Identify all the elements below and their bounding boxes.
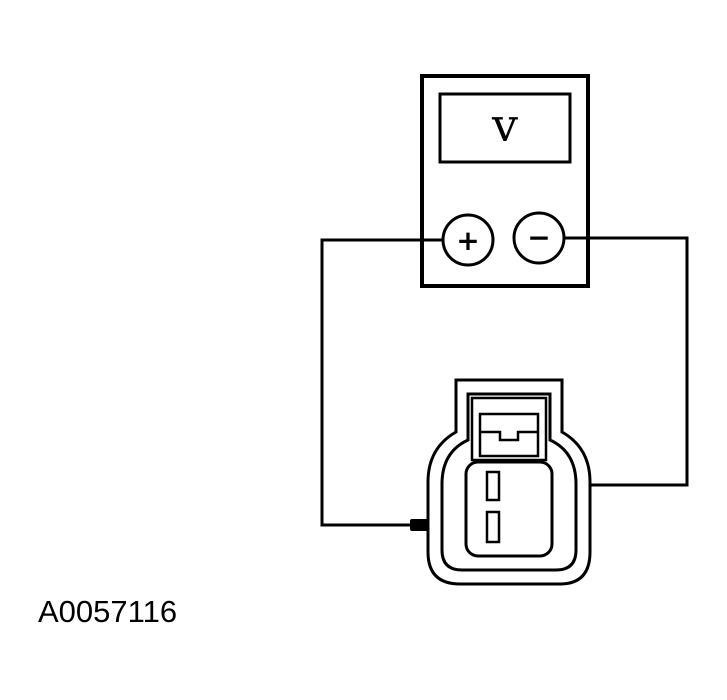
positive-terminal-label: + xyxy=(456,224,479,257)
negative-test-lead xyxy=(564,236,689,487)
voltmeter-display-symbol: v xyxy=(491,98,518,152)
sensor-connector xyxy=(426,378,592,586)
connector-lock-notch xyxy=(480,430,538,442)
voltmeter-display xyxy=(438,92,572,164)
connector-pin-lower xyxy=(485,510,501,544)
connector-terminal-cavity xyxy=(464,460,554,558)
positive-test-lead xyxy=(320,238,443,527)
connector-lock-tab-inner xyxy=(478,412,540,458)
negative-terminal-label: − xyxy=(527,221,550,254)
voltmeter: v + − xyxy=(420,74,590,288)
figure-id-label: A0057116 xyxy=(38,594,178,629)
connector-pin-upper xyxy=(485,470,501,502)
